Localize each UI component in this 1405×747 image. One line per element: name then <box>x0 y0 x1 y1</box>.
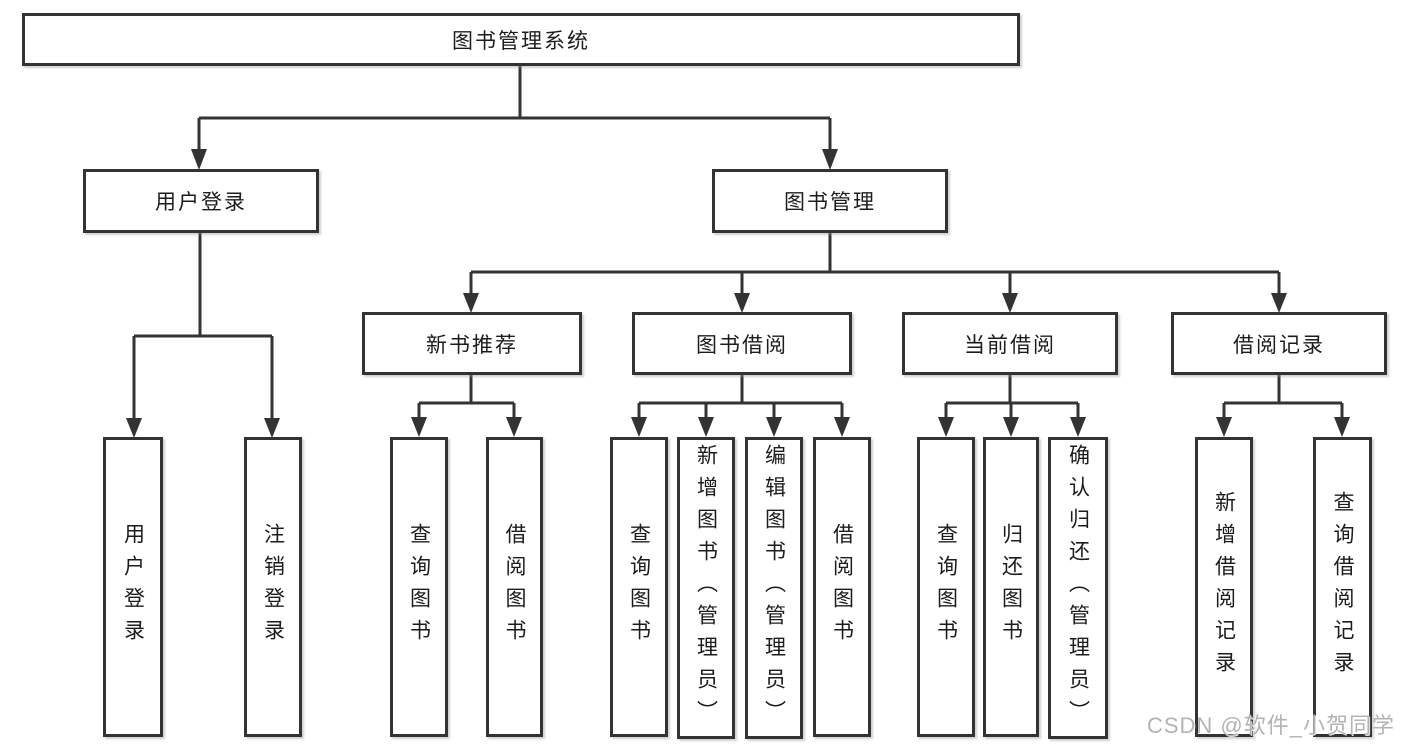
node-leaf-cb-confirm-return-admin: 确认归还（管理员） <box>1048 437 1108 739</box>
node-leaf-cb-query-books: 查询图书 <box>917 437 975 737</box>
node-leaf-bb-add-books-admin: 新增图书（管理员） <box>677 437 735 739</box>
csdn-watermark: CSDN @软件_小贺同学 <box>1146 713 1395 738</box>
node-leaf-cb-return-books: 归还图书 <box>983 437 1039 737</box>
node-book-management: 图书管理 <box>712 169 948 233</box>
node-leaf-nbr-query-books: 查询图书 <box>390 437 448 737</box>
node-borrowing-records: 借阅记录 <box>1171 312 1387 375</box>
node-current-borrowing: 当前借阅 <box>902 312 1118 375</box>
node-leaf-br-add-record: 新增借阅记录 <box>1195 437 1253 737</box>
node-leaf-bb-query-books: 查询图书 <box>610 437 668 737</box>
node-leaf-br-query-record: 查询借阅记录 <box>1313 437 1372 737</box>
node-leaf-bb-borrow-books: 借阅图书 <box>813 437 871 737</box>
node-leaf-nbr-borrow-books: 借阅图书 <box>486 437 543 737</box>
node-leaf-bb-edit-books-admin: 编辑图书（管理员） <box>745 437 803 739</box>
node-user-login: 用户登录 <box>83 169 319 233</box>
arrowheads <box>126 149 1350 438</box>
node-book-borrowing: 图书借阅 <box>632 312 852 375</box>
node-leaf-logout: 注销登录 <box>244 437 302 737</box>
node-root: 图书管理系统 <box>22 13 1020 66</box>
node-leaf-user-login: 用户登录 <box>103 437 163 737</box>
node-new-book-recommend: 新书推荐 <box>362 312 582 375</box>
